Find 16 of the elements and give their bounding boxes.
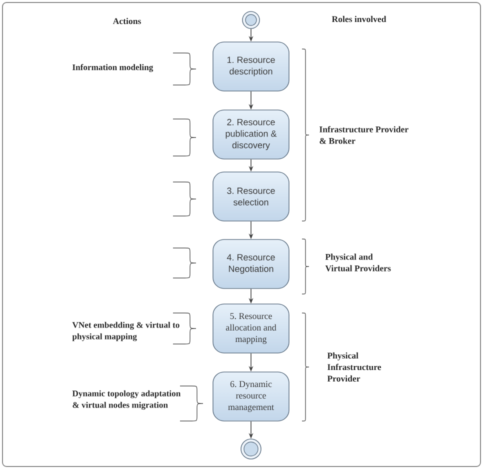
column-heading: Roles involved bbox=[332, 16, 386, 22]
column-heading: Actions bbox=[112, 18, 141, 24]
process-box: 2. Resource publication & discovery bbox=[212, 110, 290, 160]
role-text: Physical Infrastructure Provider bbox=[327, 352, 382, 382]
action-text: Dynamic topology adaptation & virtual nodes migration bbox=[72, 390, 181, 410]
process-box: 4. Resource Negotiation bbox=[212, 239, 290, 289]
process-box: 6. Dynamic resource management bbox=[212, 372, 290, 422]
process-box: 5. Resource allocation and mapping bbox=[212, 304, 290, 354]
role-text: Infrastructure Provider & Broker bbox=[320, 126, 408, 144]
action-text: VNet embedding & virtual to physical mapping bbox=[72, 322, 180, 342]
start-node bbox=[242, 11, 260, 29]
end-node bbox=[240, 438, 262, 460]
process-box: 1. Resource description bbox=[212, 42, 290, 92]
process-box: 3. Resource selection bbox=[212, 172, 290, 222]
action-text: Information modeling bbox=[72, 64, 154, 72]
role-text: Physical and Virtual Providers bbox=[325, 254, 391, 272]
